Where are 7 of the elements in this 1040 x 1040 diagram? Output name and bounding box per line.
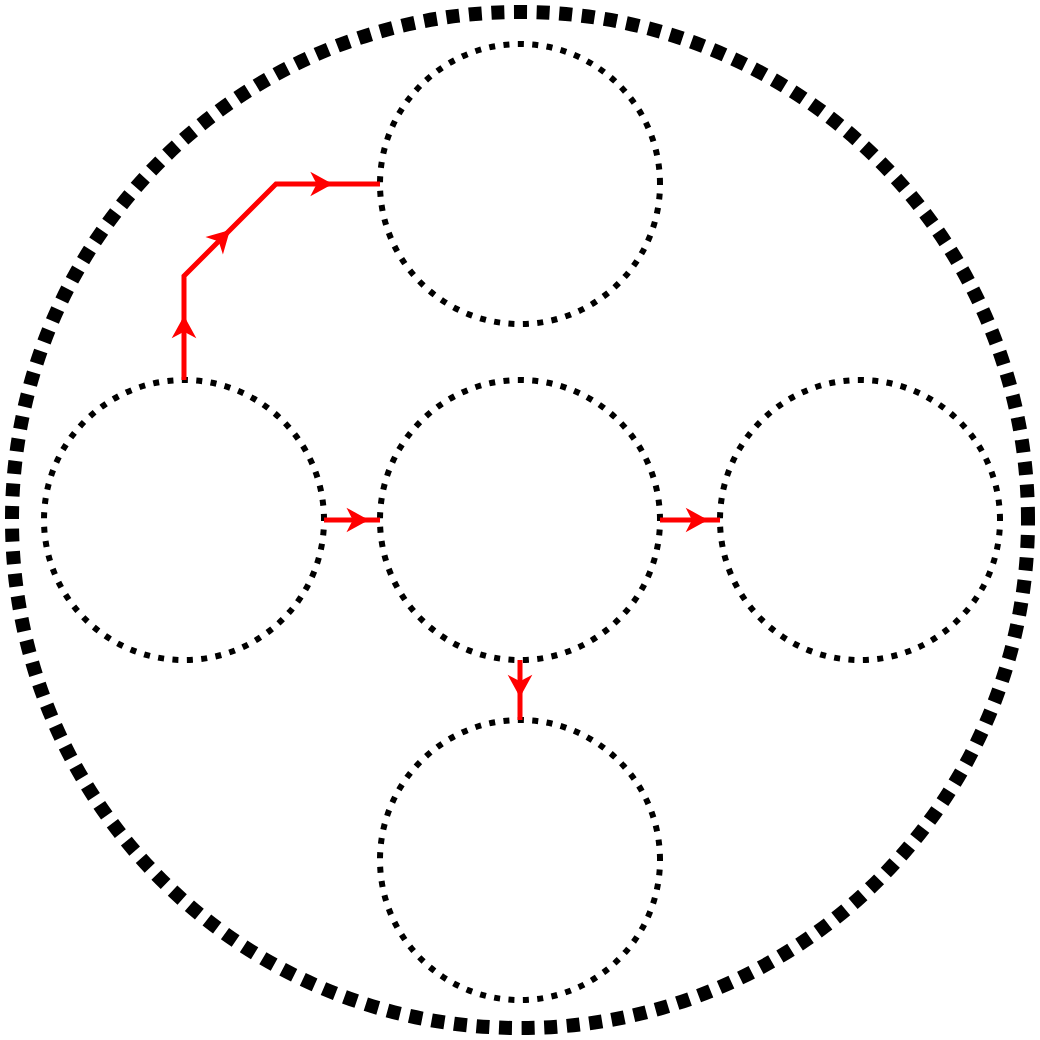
dotted-circle — [377, 41, 663, 327]
dashed-circle — [5, 5, 1035, 1035]
dotted-circle — [377, 717, 663, 1003]
arrow — [171, 171, 380, 380]
dotted-circle — [41, 377, 327, 663]
dotted-circle — [717, 377, 1003, 663]
dotted-circle — [377, 377, 663, 663]
